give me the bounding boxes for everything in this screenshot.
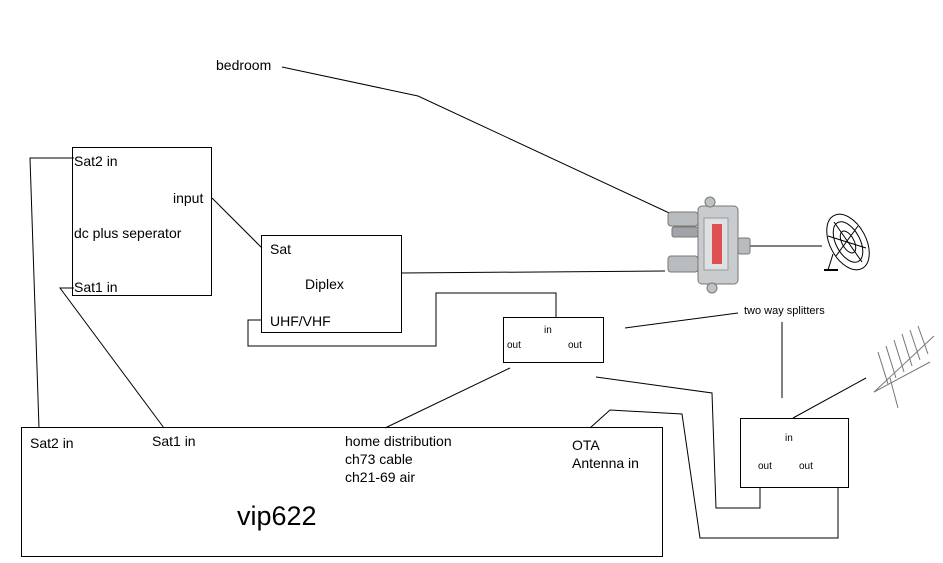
satellite-dish-icon	[824, 213, 870, 271]
splitter-1-box: in out out	[503, 317, 604, 363]
satellite-splitter-icon	[667, 196, 751, 294]
ch73-cable-label: ch73 cable	[345, 451, 413, 467]
bedroom-label: bedroom	[216, 57, 272, 73]
tv-antenna-icon	[873, 325, 935, 409]
two-way-splitters-label: two way splitters	[744, 305, 825, 317]
ota-label: OTA	[572, 437, 600, 453]
diplex-uhf-to-splitter-cable	[247, 292, 557, 347]
splitter-1-out-left-label: out	[507, 340, 521, 351]
splitter-2-out-left-label: out	[758, 461, 772, 472]
home-distribution-label: home distribution	[345, 433, 452, 449]
separator-sat1-in-label: Sat1 in	[74, 279, 118, 295]
sat2-cable	[29, 157, 74, 429]
antenna-cable	[792, 377, 867, 419]
dc-plus-separator-box: Sat2 in input dc plus seperator Sat1 in	[72, 147, 212, 296]
separator-name-label: dc plus seperator	[74, 225, 182, 241]
separator-sat2-in-label: Sat2 in	[74, 153, 118, 169]
receiver-sat1-in-label: Sat1 in	[152, 433, 196, 449]
ch21-69-air-label: ch21-69 air	[345, 469, 416, 485]
splitter-2-in-label: in	[785, 433, 793, 444]
receiver-model-label: vip622	[237, 501, 317, 531]
pointer-line-splitter1	[624, 312, 739, 329]
sat1-cable	[59, 287, 165, 429]
splitter-2-out-right-label: out	[799, 461, 813, 472]
diplex-name-label: Diplex	[305, 276, 344, 292]
diplex-box: Sat Diplex UHF/VHF	[261, 235, 402, 333]
vip622-receiver-box: Sat2 in Sat1 in home distribution ch73 c…	[21, 427, 663, 557]
antenna-in-label: Antenna in	[572, 455, 639, 471]
separator-to-diplex-cable	[211, 197, 263, 249]
receiver-sat2-in-label: Sat2 in	[30, 435, 74, 451]
diplex-sat-label: Sat	[270, 241, 292, 257]
splitter-1-in-label: in	[544, 325, 552, 336]
bedroom-cable	[281, 66, 681, 219]
diplex-to-sat-splitter-cable	[400, 270, 666, 274]
separator-input-label: input	[173, 190, 204, 206]
home-distribution-cable	[384, 367, 511, 429]
splitter-2-box: in out out	[740, 418, 849, 488]
splitter-1-out-right-label: out	[568, 340, 582, 351]
diplex-uhf-vhf-label: UHF/VHF	[270, 313, 331, 329]
ota-cable	[589, 409, 839, 539]
splitter1-to-splitter2-cable	[595, 376, 761, 509]
